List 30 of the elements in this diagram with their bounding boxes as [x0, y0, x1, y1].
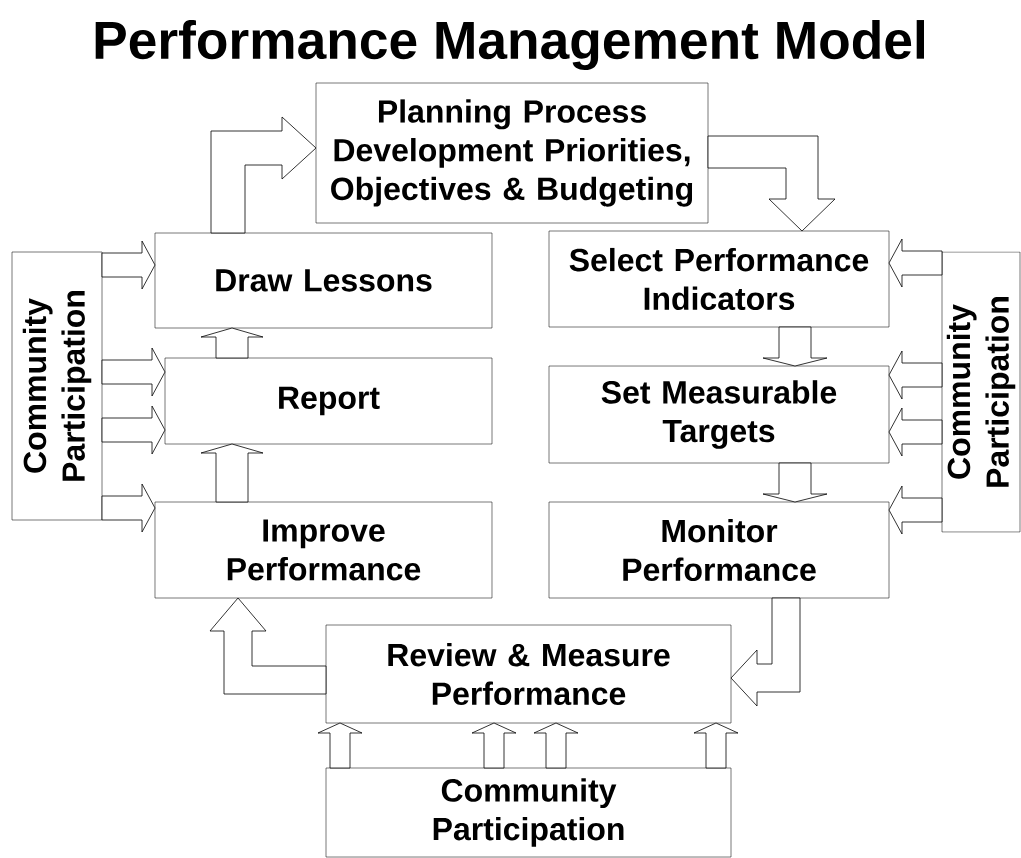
block-arrow [101, 347, 166, 397]
block-arrow [200, 327, 264, 359]
block-arrow [693, 722, 739, 769]
title: Performance Management Model [95, 20, 924, 70]
block-arrow [101, 240, 156, 290]
process-box: Report [164, 357, 493, 445]
block-arrow [888, 407, 943, 457]
block-arrow [210, 116, 317, 234]
process-box: Planning Process Development Priorities, Objectives & Budgeting [315, 82, 709, 224]
block-arrow [200, 443, 264, 503]
process-box: Draw Lessons [154, 232, 493, 329]
block-arrow [888, 485, 943, 535]
participation-box: Community Participation [941, 251, 1021, 533]
block-arrow [888, 238, 943, 288]
participation-box: Community Participation [11, 251, 103, 521]
block-arrow [101, 405, 166, 455]
block-arrow [471, 722, 517, 769]
block-arrow [707, 135, 836, 232]
process-box: Improve Performance [154, 501, 493, 599]
process-box: Select Performance Indicators [548, 230, 890, 328]
block-arrow [533, 722, 579, 769]
block-arrow [888, 350, 943, 400]
process-box: Set Measurable Targets [548, 365, 890, 464]
block-arrow [730, 597, 801, 707]
process-box: Review & Measure Performance [325, 624, 732, 724]
process-box: Community Participation [325, 767, 732, 858]
block-arrow [209, 597, 327, 695]
process-box: Monitor Performance [548, 501, 890, 599]
block-arrow [317, 722, 363, 769]
block-arrow [101, 483, 156, 533]
